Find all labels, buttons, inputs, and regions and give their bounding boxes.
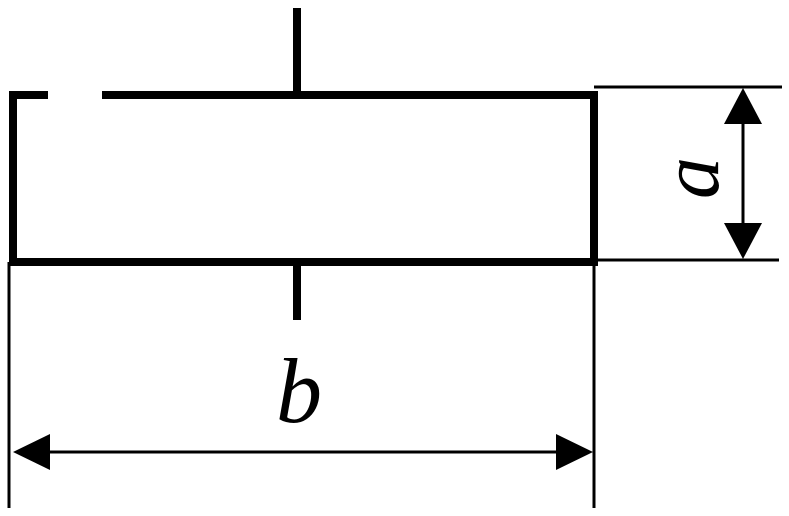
cross-section: [9, 91, 598, 266]
dimension-b-label: b: [276, 340, 322, 442]
dimension-a-arrow-top: [724, 88, 762, 124]
dimension-a-label: a: [644, 157, 737, 199]
dimension-b-arrow-left: [13, 434, 50, 470]
dimension-b-arrow-right: [556, 434, 593, 470]
dimension-a: a: [594, 85, 782, 262]
dimension-b: b: [7, 262, 596, 508]
dimension-a-arrow-bottom: [724, 223, 762, 259]
